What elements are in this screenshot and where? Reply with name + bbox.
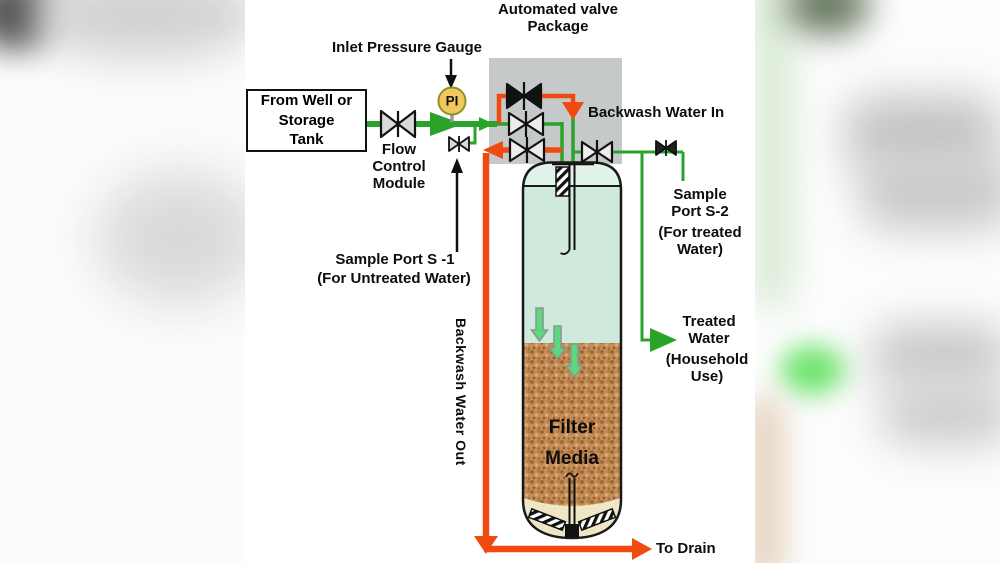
- pressure-gauge: [437, 86, 467, 122]
- valve-flow-control: [379, 109, 417, 139]
- valve-backwash-in-automated: [505, 82, 543, 110]
- pipe-sample-s1-branch: [468, 126, 477, 145]
- valves: [379, 82, 677, 164]
- flow-arrow-into-package: [479, 117, 494, 131]
- upper-strainer-basket: [555, 166, 570, 197]
- media-arrow-3: [564, 343, 585, 379]
- valve-backwash-out-automated: [508, 137, 546, 163]
- valve-sample-s1: [448, 136, 470, 152]
- gauge-dial: [437, 86, 467, 116]
- label-valve-package: Automated valve Package: [497, 1, 619, 36]
- distributor-arm-right: [577, 507, 617, 532]
- green-flow-arrows: [430, 112, 677, 352]
- label-treated-water: Treated Water: [682, 313, 736, 348]
- media-arrow-2: [547, 325, 568, 361]
- annotation-arrows: [445, 59, 463, 252]
- flow-arrow-main: [430, 112, 463, 136]
- label-flow-control: Flow Control Module: [372, 141, 426, 193]
- filter-tank: [521, 161, 623, 540]
- riser-pipe-break-upper: [560, 249, 571, 255]
- label-sample-s2: Sample Port S-2: [671, 186, 729, 221]
- gauge-tag: PI: [445, 93, 459, 109]
- treated-water-arrow: [650, 328, 677, 352]
- label-sample-s2-sub: (For treated Water): [658, 224, 742, 259]
- filter-media-bed: [524, 343, 620, 506]
- source-box: From Well or Storage Tank: [246, 89, 367, 152]
- to-drain-arrow: [632, 538, 652, 560]
- lower-distributor-hub: [565, 524, 579, 537]
- orange-flow-arrows: [474, 102, 652, 560]
- backwash-in-arrow: [562, 102, 584, 120]
- label-inlet-gauge: Inlet Pressure Gauge: [331, 39, 483, 56]
- pipe-treated-water: [640, 152, 652, 342]
- blurred-background-right: [755, 0, 1000, 563]
- gauge-pointer-arrow: [445, 75, 457, 89]
- background-blob: [755, 395, 785, 563]
- valve-sample-s2: [655, 140, 677, 156]
- label-treated-water-sub: (Household Use): [665, 351, 749, 386]
- media-flow-arrows: [529, 307, 585, 379]
- background-blob: [870, 325, 1000, 385]
- riser-pipe-upper: [568, 164, 576, 250]
- label-sample-s1: Sample Port S -1: [335, 251, 455, 268]
- distributor-arm-left: [527, 507, 567, 532]
- label-filter-media: Filter Media: [545, 417, 599, 470]
- label-backwash-in: Backwash Water In: [588, 104, 725, 121]
- riser-pipe-break-lower: [565, 472, 579, 478]
- tank-dome: [523, 163, 621, 186]
- background-blob: [755, 0, 795, 310]
- valve-outlet: [580, 140, 614, 164]
- tank-outline: [521, 161, 623, 540]
- label-backwash-out: Backwash Water Out: [452, 318, 469, 466]
- background-blob: [780, 345, 845, 395]
- valve-service-automated: [507, 111, 545, 137]
- background-blob: [860, 155, 1000, 230]
- backwash-out-arrow: [483, 141, 503, 159]
- media-arrow-1: [529, 307, 550, 343]
- background-blob: [95, 170, 245, 305]
- riser-pipe-lower: [568, 478, 576, 526]
- label-sample-s1-sub: (For Untreated Water): [317, 270, 471, 287]
- drain-corner-arrow: [474, 536, 498, 554]
- label-to-drain: To Drain: [656, 540, 716, 557]
- sample-s1-pointer-arrow: [451, 158, 463, 173]
- underbed-gravel: [523, 498, 621, 538]
- blurred-background-left: [0, 0, 245, 563]
- background-blob: [880, 385, 1000, 445]
